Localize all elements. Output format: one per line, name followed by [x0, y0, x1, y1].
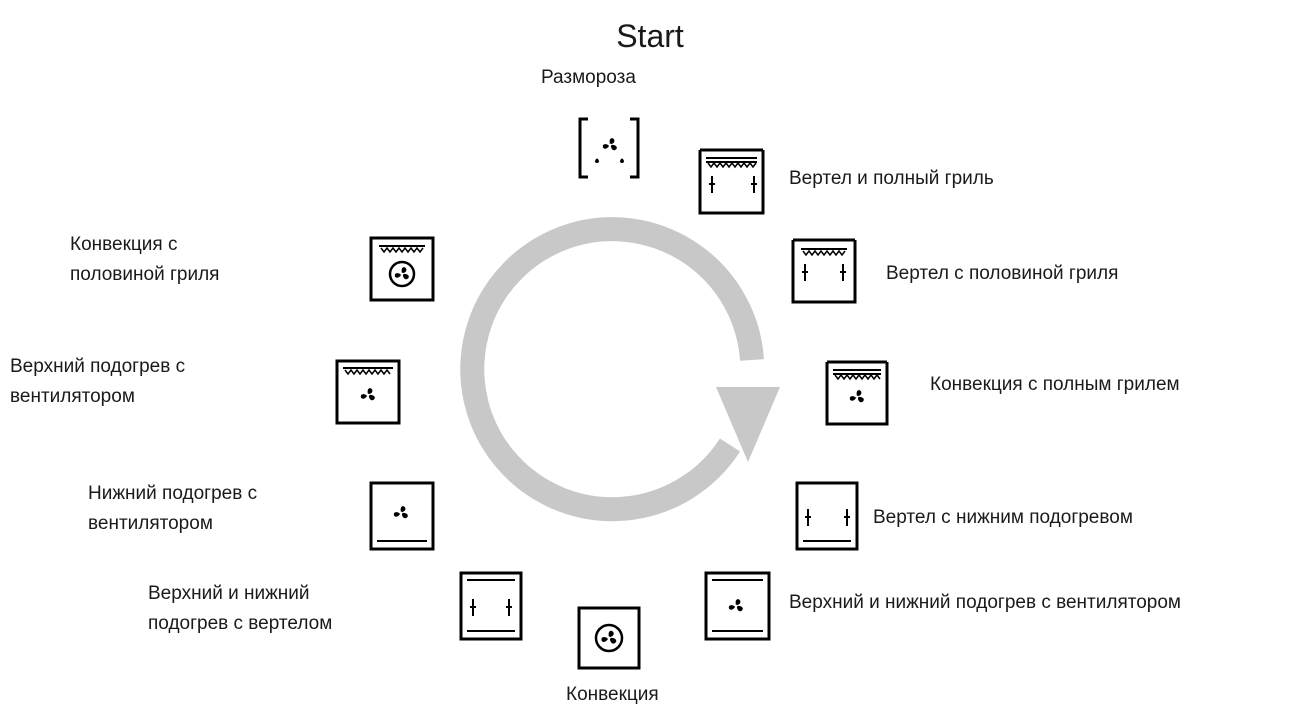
fan-bottom-heat-icon	[369, 481, 435, 551]
mode-label-convection: Конвекция	[566, 684, 659, 705]
diagram-title: Start	[616, 18, 684, 54]
cycle-arrow	[460, 217, 780, 522]
mode-label-spit-bottom-heat: Вертел с нижним подогревом	[873, 507, 1133, 528]
mode-label-spit-half-grill: Вертел с половиной гриля	[886, 263, 1119, 284]
fan-top-heat-icon	[335, 359, 401, 425]
spit-full-grill-icon	[698, 148, 765, 215]
fan-full-grill-icon	[825, 360, 889, 426]
fan-top-bottom-heat-icon	[704, 571, 771, 641]
spit-half-grill-icon	[791, 238, 857, 304]
mode-label-top-heat-fan: Верхний подогрев с вентилятором	[10, 356, 186, 407]
mode-label-convection-half-grill: Конвекция с половиной гриля	[70, 234, 220, 285]
mode-label-defrost: Размороза	[541, 67, 636, 88]
spit-top-bottom-heat-icon	[459, 571, 523, 641]
mode-label-top-bottom-spit: Верхний и нижний подогрев с вертелом	[148, 583, 333, 634]
mode-label-top-bottom-fan: Верхний и нижний подогрев с вентилятором	[789, 592, 1181, 613]
convection-fan-icon	[577, 606, 641, 670]
mode-label-spit-full-grill: Вертел и полный гриль	[789, 168, 994, 189]
mode-label-bottom-heat-fan: Нижний подогрев с вентилятором	[88, 483, 258, 534]
defrost-icon	[578, 117, 640, 179]
mode-label-convection-full-grill: Конвекция с полным грилем	[930, 374, 1180, 395]
spit-bottom-heat-icon	[795, 481, 859, 551]
fan-half-grill-icon	[369, 236, 435, 302]
